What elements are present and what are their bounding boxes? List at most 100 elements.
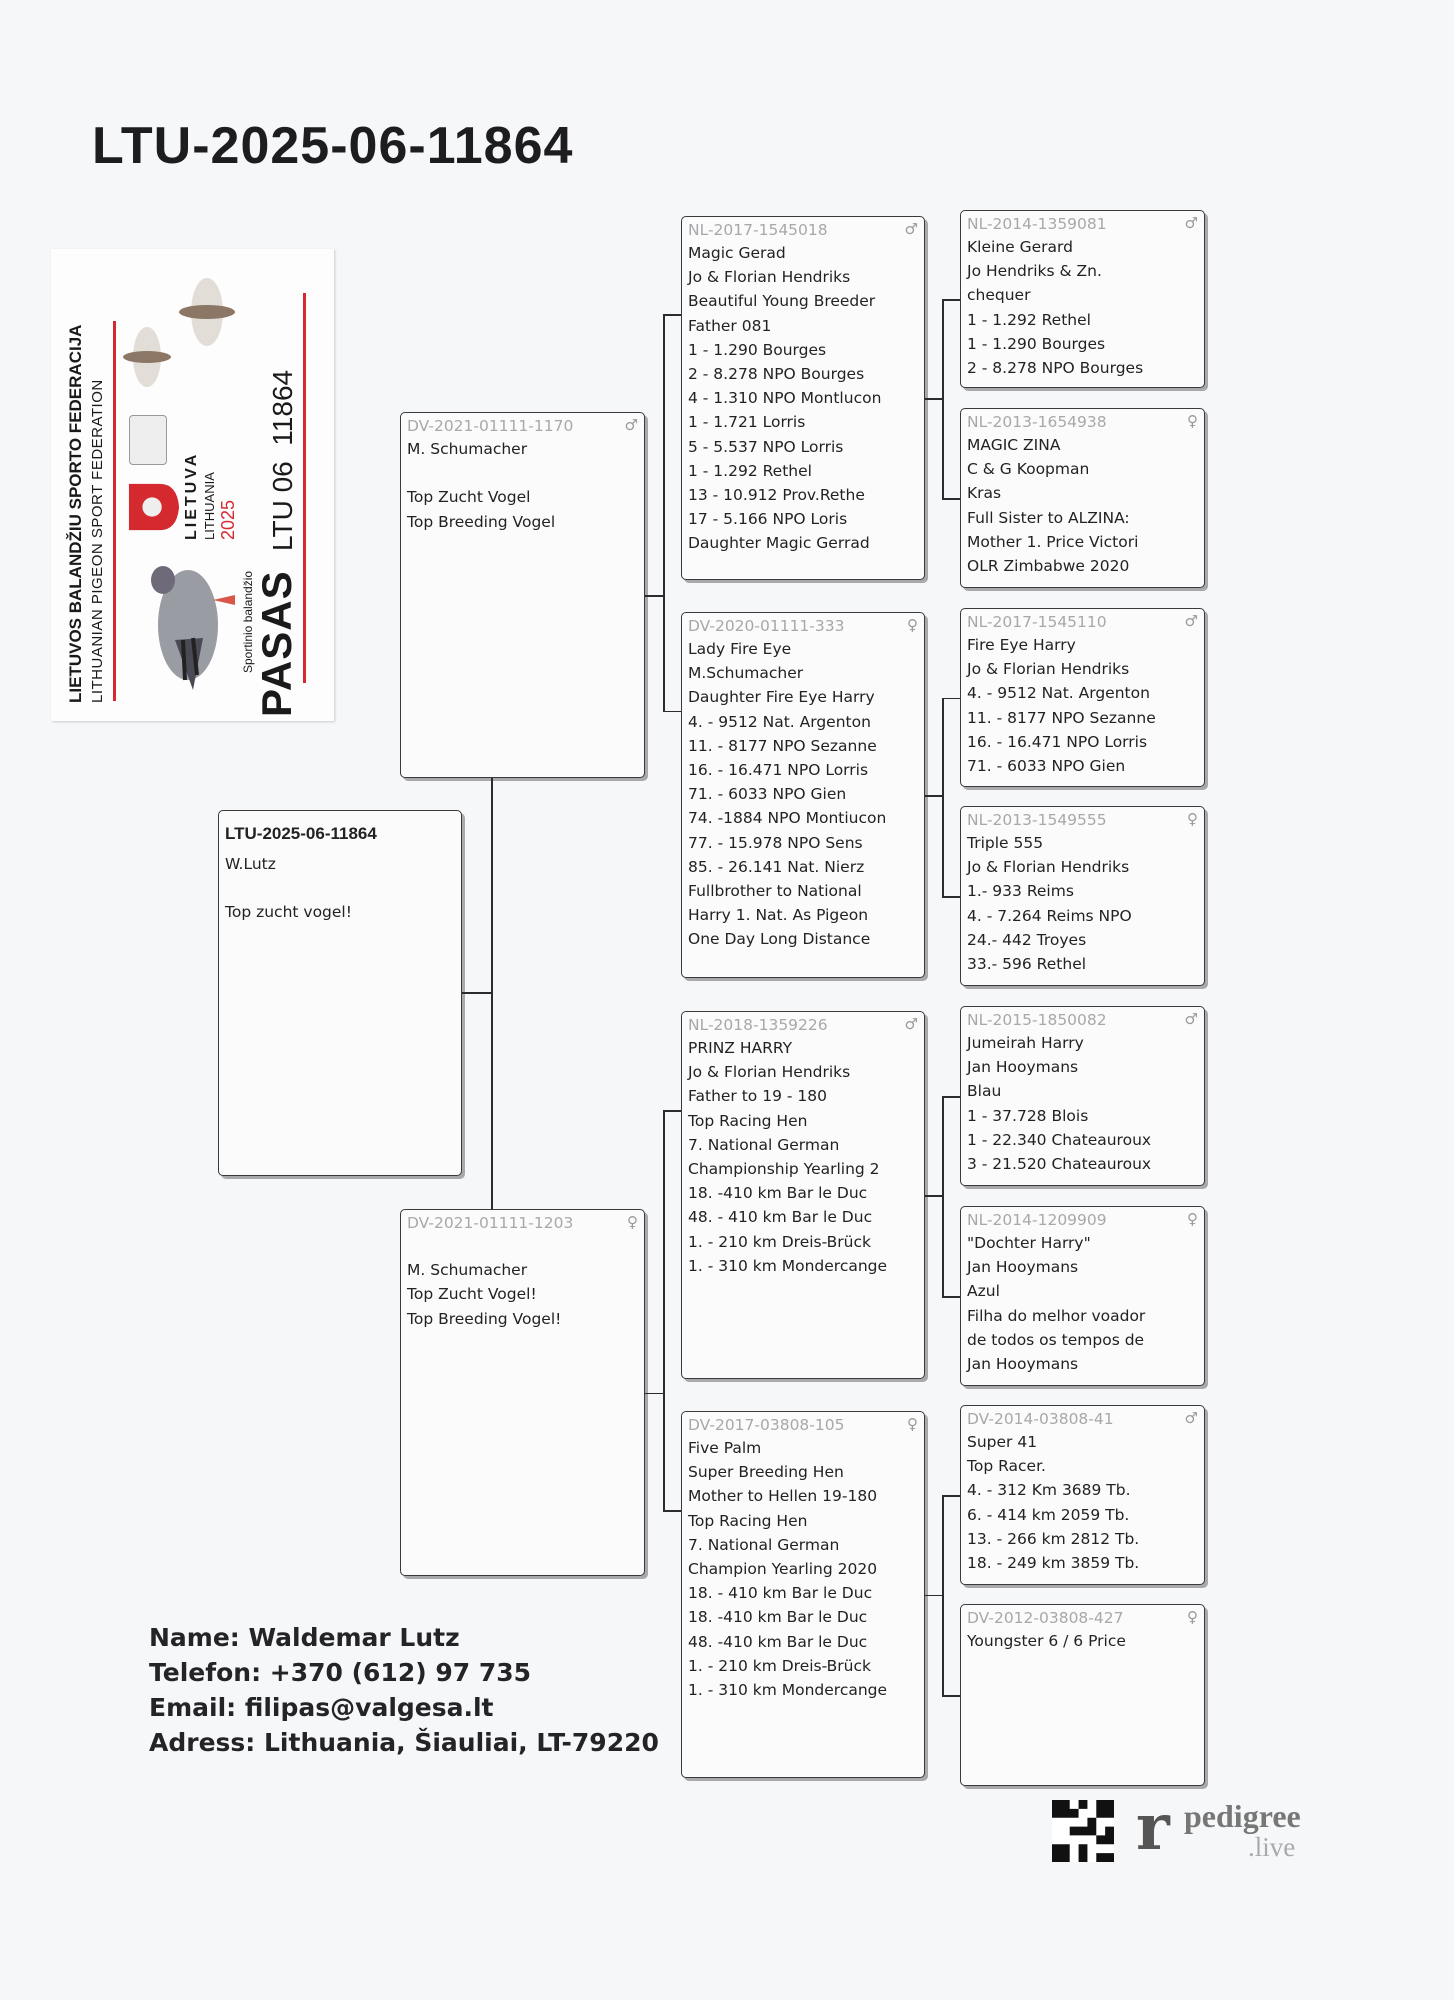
ring-number: DV-2014-03808-41 [967,1410,1114,1428]
passport-doc-name: PASAS [253,570,300,717]
ring-number: DV-2021-01111-1203 [407,1214,574,1232]
connector-line [942,299,960,301]
connector-line [645,1392,663,1395]
pigeon-info-line: 1 - 1.292 Rethel [967,310,1091,329]
ancestor-card[interactable]: NL-2014-1209909♀"Dochter Harry"Jan Hooym… [960,1206,1205,1386]
male-symbol-icon: ♂ [1184,1409,1198,1427]
pigeon-info-line: 4. - 312 Km 3689 Tb. [967,1481,1131,1500]
seal-icon [129,415,167,465]
pigeon-info-line: C & G Koopman [967,460,1090,479]
country-lt: LIETUVA [183,451,200,540]
pigeon-info-line: 4. - 9512 Nat. Argenton [967,684,1150,703]
connector-line [942,697,944,896]
logo-main-text: pedigree [1184,1798,1301,1834]
pigeon-info-line: 85. - 26.141 Nat. Nierz [688,857,865,876]
owner-name: Name: Waldemar Lutz [149,1623,460,1652]
connector-line [942,1695,960,1697]
pigeon-info-line: 1 - 1.721 Lorris [688,413,806,432]
pigeon-info-line: 13. - 266 km 2812 Tb. [967,1529,1140,1548]
logo-p-icon: r [1136,1790,1170,1865]
male-symbol-icon: ♂ [1184,1010,1198,1028]
pigeon-info-line: 1. - 310 km Mondercange [688,1681,888,1700]
connector-line [925,1195,942,1197]
pigeon-info-line: Fullbrother to National [688,882,862,901]
connector-line [942,896,960,898]
pigeon-info-line: Beautiful Young Breeder [688,292,876,311]
ring-number: NL-2014-1359081 [967,215,1107,233]
subject-ring-number: LTU-2025-06-11864 [225,824,377,843]
connector-line [942,1096,944,1296]
ring-number: NL-2013-1549555 [967,811,1107,829]
ring-number: NL-2014-1209909 [967,1211,1107,1229]
connector-line [942,498,960,500]
logo-sub-text: .live [1248,1832,1296,1862]
connector-line [942,1296,960,1298]
pigeon-info-line: 48. - 410 km Bar le Duc [688,1208,873,1227]
female-symbol-icon: ♀ [627,1213,638,1231]
ring-number: DV-2020-01111-333 [688,617,845,635]
connector-line [942,1096,960,1098]
pigeon-info-line: "Dochter Harry" [967,1234,1091,1252]
female-symbol-icon: ♀ [1187,412,1198,430]
connector-line [663,314,681,316]
ring-number: NL-2018-1359226 [688,1016,828,1034]
female-symbol-icon: ♀ [1187,1608,1198,1626]
pigeon-info-line: M. Schumacher [407,1261,528,1280]
owner-address: Adress: Lithuania, Šiauliai, LT-79220 [149,1728,659,1757]
pigeon-info-line: 16. - 16.471 NPO Lorris [967,732,1148,751]
ancestor-card[interactable]: DV-2012-03808-427♀Youngster 6 / 6 Price [960,1604,1205,1786]
pigeon-info-line: Jo & Florian Hendriks [967,858,1130,877]
pigeon-info-line: 2 - 8.278 NPO Bourges [688,365,865,384]
connector-line [942,299,944,498]
pigeon-info-line: Jumeirah Harry [967,1034,1084,1052]
pigeon-info-line: 7. National German [688,1135,840,1154]
pigeon-info-line: 1. - 210 km Dreis-Brück [688,1656,872,1675]
pigeon-info-line: 5 - 5.537 NPO Lorris [688,437,844,456]
pigeon-info-line: 71. - 6033 NPO Gien [688,785,847,804]
pigeon-info-line: Lady Fire Eye [688,640,792,658]
pigeon-info-line: 4. - 7.264 Reims NPO [967,906,1132,925]
male-symbol-icon: ♂ [624,416,638,434]
connector-line [491,778,493,1209]
country-en: LITHUANIA [202,472,217,540]
pigeon-info-line: Mother 1. Price Victori [967,532,1139,551]
pigeon-info-line: Daughter Magic Gerrad [688,534,870,553]
qr-code-icon [1052,1800,1114,1862]
page-title: LTU-2025-06-11864 [92,117,574,175]
female-symbol-icon: ♀ [1187,1210,1198,1228]
pigeon-info-line: Blau [967,1082,1002,1101]
pigeon-info-line: Top Breeding Vogel! [407,1309,562,1328]
pigeon-info-line: 17 - 5.166 NPO Loris [688,510,848,529]
pigeon-info-line: Jan Hooymans [967,1058,1079,1077]
connector-line [663,1110,665,1511]
connector-line [663,710,681,713]
pigeon-info-line: Top Racing Hen [688,1511,808,1530]
pigeon-info-line: Super 41 [967,1433,1038,1451]
pigeon-info-line: 11. - 8177 NPO Sezanne [967,708,1156,727]
connector-line [663,1510,681,1512]
female-symbol-icon: ♀ [1187,810,1198,828]
pigeon-info-line: 3 - 21.520 Chateauroux [967,1155,1152,1174]
owner-contact: Name: Waldemar Lutz Telefon: +370 (612) … [149,1620,659,1760]
pigeon-info-line: Youngster 6 / 6 Price [967,1632,1126,1650]
pigeon-info-line: 1 - 22.340 Chateauroux [967,1130,1152,1149]
pigeon-info-line: Jo & Florian Hendriks [967,660,1130,679]
federation-name-en: LITHUANIAN PIGEON SPORT FEDERATION [89,379,106,703]
subject-info-line [225,876,455,900]
pigeon-info-line: M. Schumacher [407,440,528,458]
pigeon-info-line: Top Zucht Vogel! [407,1285,537,1304]
pigeon-info-line: 74. -1884 NPO Montiucon [688,809,887,828]
